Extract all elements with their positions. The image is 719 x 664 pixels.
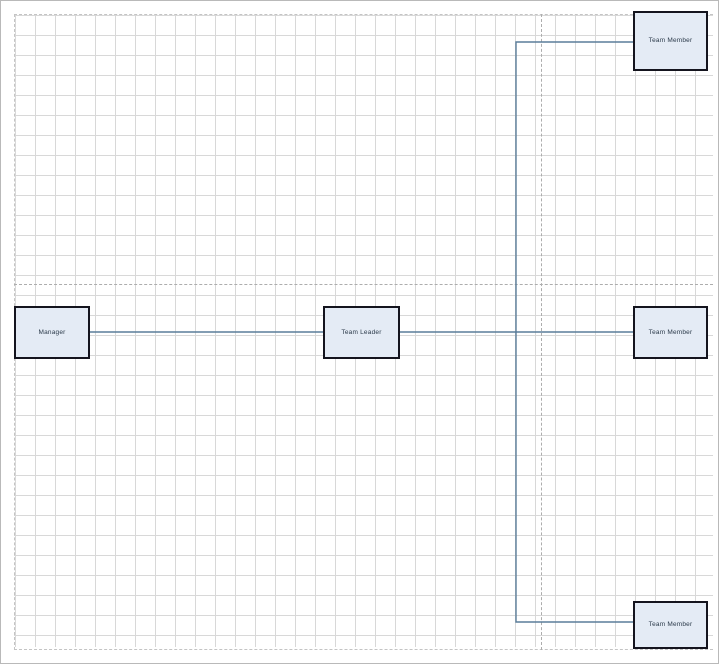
- node-team-member-bottom-label: Team Member: [648, 621, 693, 629]
- node-manager-label: Manager: [38, 328, 66, 336]
- edge-team-leader-to-team-member-top: [515, 41, 634, 333]
- node-manager[interactable]: Manager: [14, 306, 90, 359]
- node-team-member-middle[interactable]: Team Member: [633, 306, 708, 359]
- node-team-member-top-label: Team Member: [648, 37, 693, 45]
- node-team-member-bottom[interactable]: Team Member: [633, 601, 708, 649]
- page-boundary-bottom: [14, 649, 713, 650]
- node-team-leader[interactable]: Team Leader: [323, 306, 400, 359]
- node-team-member-top[interactable]: Team Member: [633, 11, 708, 71]
- page-margin-bottom: [2, 647, 717, 662]
- edge-team-leader-to-team-member-bottom: [515, 331, 634, 623]
- node-team-member-middle-label: Team Member: [648, 328, 693, 336]
- node-team-leader-label: Team Leader: [341, 328, 382, 336]
- page-margin-top: [2, 2, 717, 14]
- guide-horizontal-align: [14, 284, 713, 285]
- page-boundary-top: [14, 14, 713, 15]
- guide-vertical-align: [541, 14, 542, 650]
- page-margin-right: [713, 2, 717, 662]
- page-margin-left: [2, 2, 14, 662]
